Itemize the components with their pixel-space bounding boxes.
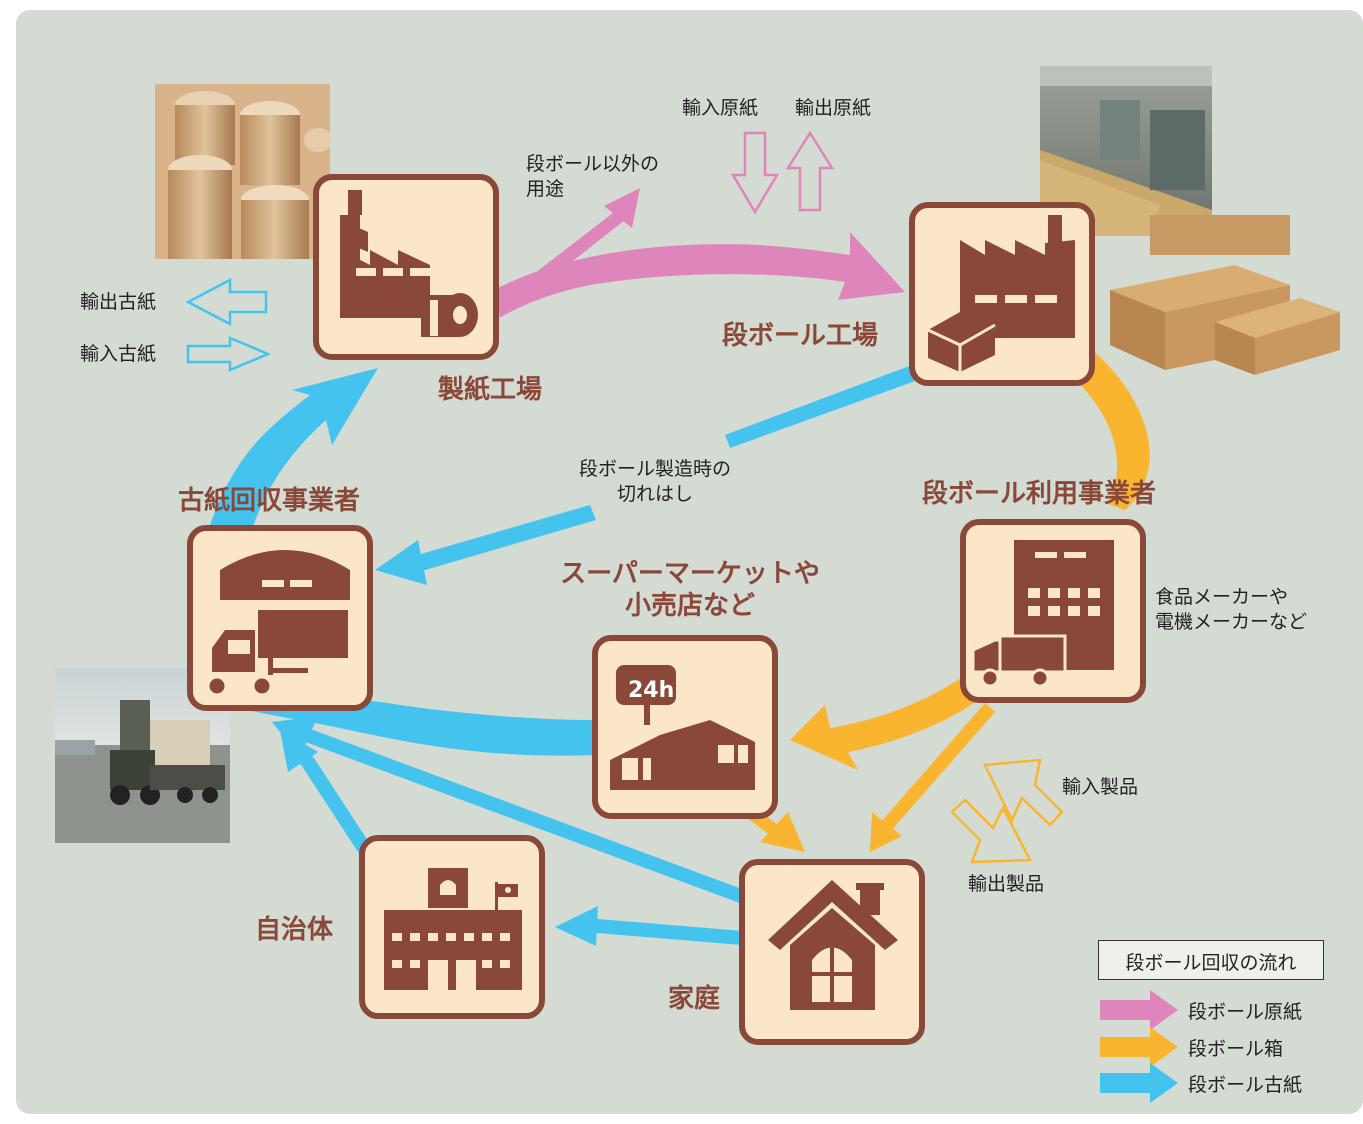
- export-wastepaper-arrow: [185, 277, 268, 327]
- legend-item-wastepaper: 段ボール古紙: [1188, 1074, 1303, 1096]
- cardboard-factory-photo: [1040, 66, 1212, 236]
- legend-item-boxes: 段ボール箱: [1188, 1038, 1284, 1060]
- legend-arrow-orange: [1100, 1027, 1178, 1067]
- paper-rolls-photo: [155, 84, 332, 259]
- import-products-label: 輸入製品: [1062, 776, 1139, 798]
- base-paper-flow: [494, 188, 905, 318]
- cardboard-box-flow: [722, 350, 1150, 864]
- forklift-yard-photo: [55, 668, 230, 843]
- wastepaper-collector-title: 古紙回収事業者: [178, 486, 361, 516]
- cardboard-boxes-photo: [1110, 215, 1340, 375]
- legend-arrow-blue: [1100, 1063, 1178, 1103]
- home-icon: [739, 859, 925, 1045]
- paper-mill-icon: [313, 174, 499, 360]
- supermarket-icon: 24h: [592, 635, 778, 819]
- cardboard-factory-title: 段ボール工場: [722, 321, 879, 351]
- other-uses-label: 段ボール以外の 用途: [526, 153, 660, 200]
- export-products-label: 輸出製品: [968, 873, 1045, 895]
- home-title: 家庭: [668, 984, 721, 1014]
- legend-title: 段ボール回収の流れ: [1125, 952, 1297, 974]
- legend-arrow-pink: [1100, 990, 1178, 1030]
- cardboard-user-title: 段ボール利用事業者: [922, 479, 1157, 509]
- import-wastepaper-label: 輸入古紙: [80, 343, 157, 365]
- manufacturers-label: 食品メーカーや 電機メーカーなど: [1155, 586, 1308, 633]
- municipality-icon: [359, 835, 545, 1019]
- export-base-paper-label: 輸出原紙: [795, 97, 872, 119]
- paper-mill-title: 製紙工場: [438, 375, 543, 405]
- cardboard-user-icon: [960, 519, 1146, 703]
- legend-item-base-paper: 段ボール原紙: [1188, 1001, 1303, 1023]
- import-base-paper-arrow: [730, 131, 780, 215]
- import-wastepaper-arrow: [186, 336, 272, 372]
- legend-title-box: 段ボール回収の流れ: [1098, 940, 1324, 980]
- municipality-title: 自治体: [255, 915, 334, 945]
- import-base-paper-label: 輸入原紙: [682, 97, 759, 119]
- store-24h-sign: 24h: [628, 678, 674, 703]
- export-base-paper-arrow: [785, 130, 835, 212]
- wastepaper-collector-icon: [187, 525, 373, 711]
- supermarket-title: スーパーマーケットや 小売店など: [560, 559, 820, 621]
- export-wastepaper-label: 輸出古紙: [80, 291, 157, 313]
- scraps-label: 段ボール製造時の 切れはし: [578, 458, 731, 505]
- cardboard-factory-icon: [909, 202, 1095, 386]
